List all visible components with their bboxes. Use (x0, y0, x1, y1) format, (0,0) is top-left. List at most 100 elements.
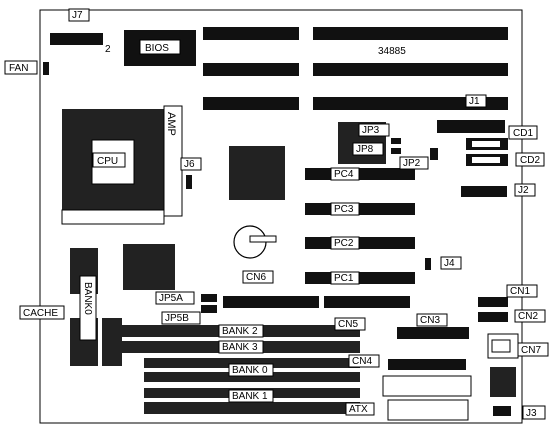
jp8-jumper (391, 148, 401, 154)
label-cn5: CN5 (334, 317, 366, 331)
svg-text:FAN: FAN (9, 63, 28, 74)
svg-text:J6: J6 (184, 159, 195, 170)
cn4-connector (388, 359, 466, 370)
svg-text:CPU: CPU (97, 156, 118, 167)
j2-header (461, 186, 507, 197)
pci-slot-4 (305, 168, 415, 180)
j7-side-number: 2 (105, 44, 111, 55)
label-jp3: JP3 (358, 123, 390, 137)
svg-text:J2: J2 (518, 185, 529, 196)
battery-clip (249, 235, 277, 243)
serial-port (490, 367, 516, 397)
label-pc3: PC3 (330, 202, 360, 216)
bios-text: BIOS (145, 43, 169, 54)
svg-text:CN5: CN5 (338, 319, 358, 330)
label-j1: J1 (465, 94, 487, 108)
label-jp5a: JP5A (155, 291, 195, 305)
jp2-jumper (430, 148, 438, 160)
label-bank1: BANK 1 (228, 389, 274, 403)
cn1-connector (478, 297, 508, 307)
svg-text:PC2: PC2 (334, 238, 354, 249)
label-jp2: JP2 (399, 156, 429, 170)
label-pc2: PC2 (330, 236, 360, 250)
chipset-north (229, 146, 285, 200)
svg-text:BANK 0: BANK 0 (232, 365, 268, 376)
label-pc1: PC1 (330, 271, 360, 285)
label-bank0: BANK 0 (228, 363, 274, 377)
label-jp5b: JP5B (161, 311, 201, 325)
bank1-slot-b (144, 402, 360, 414)
label-cd1: CD1 (508, 125, 538, 140)
j3-header (493, 406, 511, 416)
label-bank2: BANK 2 (218, 324, 264, 338)
svg-text:BANK 2: BANK 2 (222, 326, 258, 337)
chipset-south (123, 244, 175, 290)
j4-jumper (425, 258, 431, 270)
label-cn2: CN2 (514, 309, 546, 323)
bank0-slot-b (144, 372, 360, 382)
label-j3: J3 (522, 405, 546, 420)
svg-text:JP5A: JP5A (159, 293, 183, 304)
svg-text:CN6: CN6 (246, 272, 266, 283)
svg-text:CN3: CN3 (420, 315, 440, 326)
svg-text:JP2: JP2 (403, 158, 421, 169)
jp5a-jumper (201, 294, 217, 302)
amp-text: AMP (165, 112, 177, 136)
svg-text:BANK 1: BANK 1 (232, 391, 268, 402)
svg-text:CN7: CN7 (521, 345, 541, 356)
label-cn3: CN3 (416, 313, 448, 327)
label-j4: J4 (440, 256, 462, 270)
label-cpu: CPU (92, 152, 126, 168)
label-bank3: BANK 3 (218, 340, 264, 354)
board-code: 34885 (378, 46, 406, 57)
bank0-slot-a (144, 358, 360, 368)
label-j7: J7 (68, 8, 90, 22)
cd1-pins (472, 141, 500, 147)
svg-text:PC1: PC1 (334, 273, 354, 284)
label-j6: J6 (180, 157, 202, 171)
parallel-port (382, 375, 472, 397)
isa-slot-2b (313, 63, 508, 76)
label-j2: J2 (514, 183, 536, 197)
jp5b-jumper (201, 305, 217, 313)
cn3-connector (397, 327, 469, 339)
svg-text:CN4: CN4 (352, 356, 372, 367)
cd2-pins (472, 157, 500, 163)
label-cn4: CN4 (348, 354, 380, 368)
svg-text:JP5B: JP5B (165, 313, 189, 324)
cpu-lever-base (61, 209, 165, 225)
label-cn7: CN7 (517, 342, 549, 357)
svg-text:JP3: JP3 (362, 125, 380, 136)
svg-text:J7: J7 (72, 10, 83, 21)
isa-slot-1a (203, 27, 299, 40)
isa-slot-3a (203, 97, 299, 110)
fan-header (43, 62, 49, 75)
cn6-connector (223, 296, 319, 308)
svg-text:PC3: PC3 (334, 204, 354, 215)
label-jp8: JP8 (352, 142, 384, 156)
pci-slot-1 (305, 272, 415, 284)
isa-slot-2a (203, 63, 299, 76)
bank0-vertical-box (79, 275, 97, 341)
svg-text:CACHE: CACHE (23, 308, 58, 319)
j6-header (186, 175, 192, 189)
svg-text:PC4: PC4 (334, 169, 354, 180)
j7-header (50, 33, 103, 45)
bank0-vertical-text: BANK0 (82, 282, 93, 315)
label-pc4: PC4 (330, 167, 360, 181)
svg-text:CD2: CD2 (520, 155, 540, 166)
atx-connector (387, 399, 469, 421)
j1-header (437, 120, 505, 133)
label-cache: CACHE (19, 305, 65, 320)
svg-text:J3: J3 (526, 408, 537, 419)
label-atx: ATX (345, 402, 375, 416)
cn2-connector (478, 312, 508, 322)
cn5-connector (324, 296, 410, 308)
svg-text:J1: J1 (469, 96, 480, 107)
svg-text:ATX: ATX (349, 404, 368, 415)
isa-slot-3b (313, 97, 508, 110)
jp3-jumper (391, 138, 401, 144)
svg-text:BANK 3: BANK 3 (222, 342, 258, 353)
svg-text:JP8: JP8 (356, 144, 374, 155)
